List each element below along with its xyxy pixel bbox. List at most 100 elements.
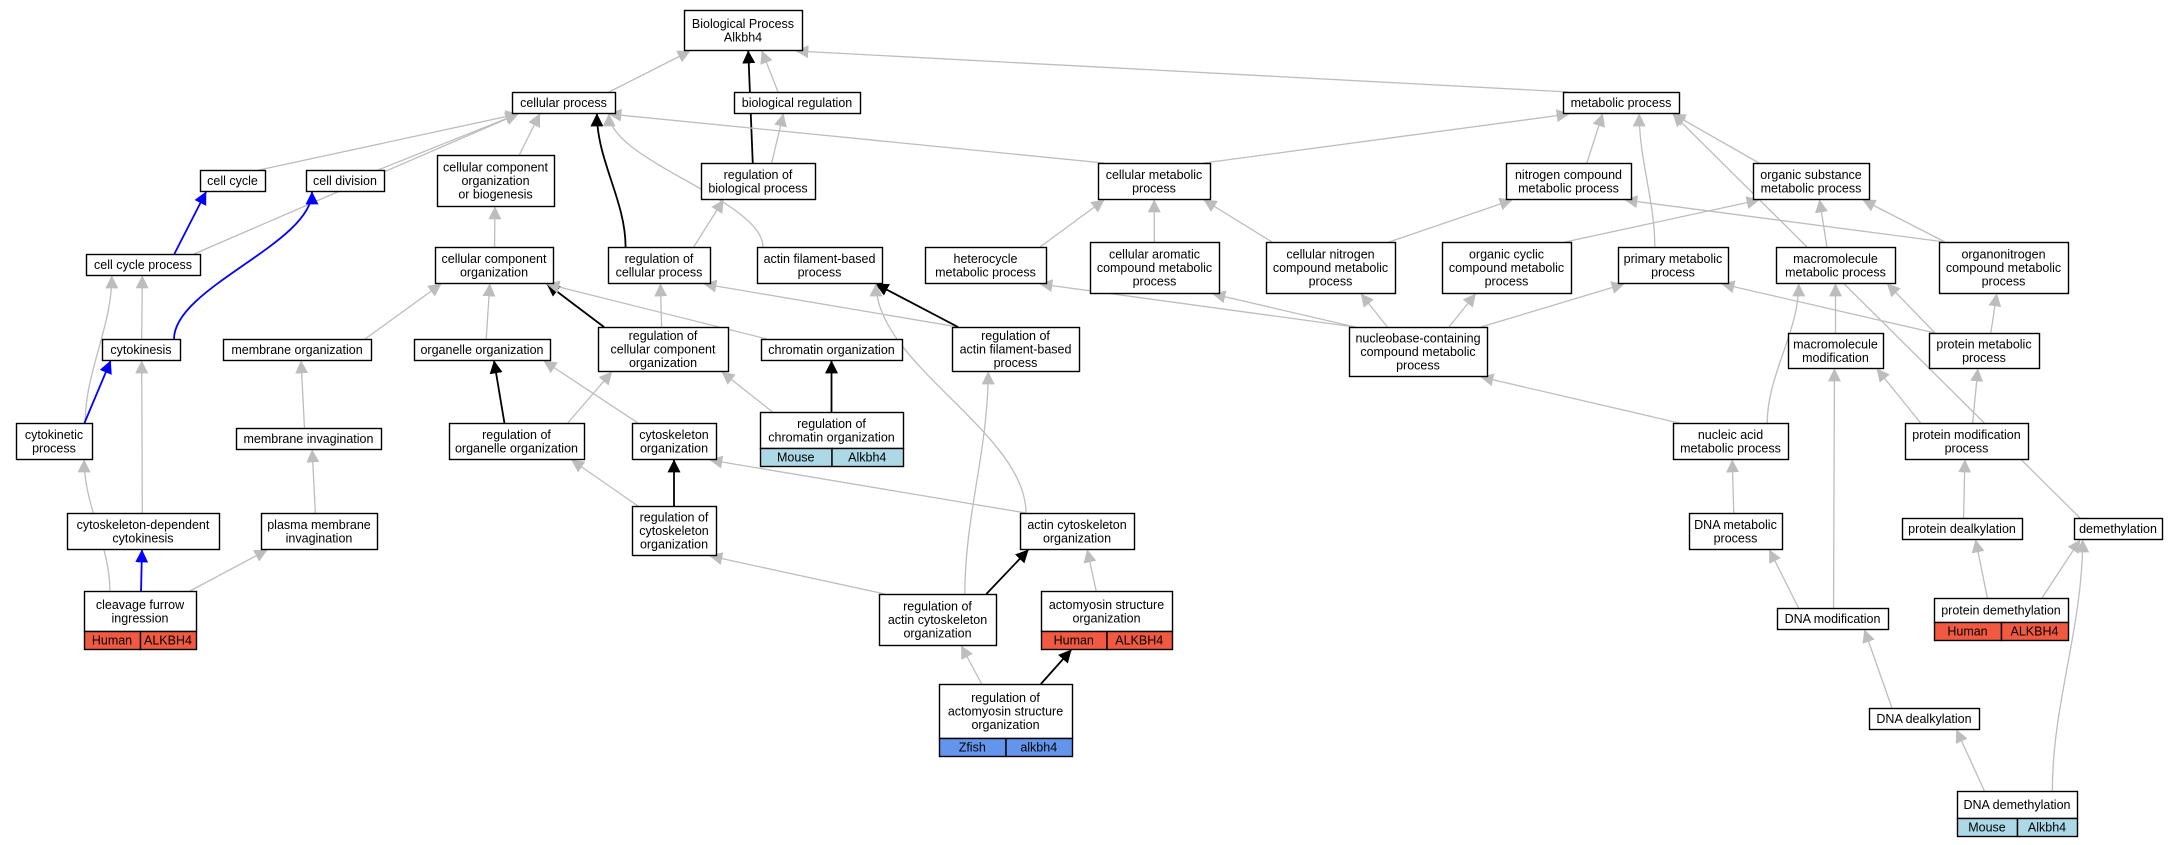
go-term-label: primary metabolic <box>1624 252 1723 266</box>
go-term-box <box>1938 241 2070 295</box>
go-term-label: DNA metabolic <box>1694 518 1777 532</box>
go-term-label: Alkbh4 <box>724 30 762 44</box>
go-term-node-demethylation[interactable]: demethylation <box>2073 517 2164 541</box>
edge-heterocycle-to-cellular_metabolic <box>1039 199 1105 248</box>
go-term-node-cell_cycle[interactable]: cell cycle <box>199 169 267 193</box>
go-term-label: organelle organization <box>455 441 578 455</box>
edge-plasma_invag-to-membrane_invag <box>306 449 320 514</box>
gene-label: ALKBH4 <box>2011 625 2059 639</box>
go-term-label: process <box>32 441 76 455</box>
go-term-label: cellular component <box>442 252 547 266</box>
go-term-node-cell_cycle_process[interactable]: cell cycle process <box>85 253 202 277</box>
edge-cell_nitrogen-to-cellular_metabolic <box>1203 199 1273 243</box>
edge-cytokinesis-to-cell_cycle_process <box>135 275 149 340</box>
go-term-node-dna_dealk[interactable]: DNA dealkylation <box>1868 707 1981 731</box>
go-term-label: organization <box>1043 531 1111 545</box>
go-term-box <box>1505 162 1633 201</box>
go-term-label: regulation of <box>629 329 698 343</box>
go-term-label: plasma membrane <box>267 518 371 532</box>
go-term-node-organelle_org[interactable]: organelle organization <box>413 338 552 362</box>
go-term-node-dna_mod[interactable]: DNA modification <box>1776 607 1890 631</box>
edge-cleavage-to-cyto_dep_cytokinesis <box>135 549 149 592</box>
gene-label: alkbh4 <box>1020 741 1057 755</box>
go-term-node-chromatin_org[interactable]: chromatin organization <box>760 338 904 362</box>
go-term-box <box>1787 332 1885 370</box>
go-term-label: regulation of <box>971 691 1040 705</box>
edge-reg_actin_fil-to-actin_fil <box>875 283 959 328</box>
edge-reg_actomyosin-to-actomyosin <box>1040 649 1072 685</box>
go-term-label: cell division <box>313 174 377 188</box>
go-term-label: or biogenesis <box>458 188 532 202</box>
go-term-node-biological_regulation[interactable]: biological regulation <box>733 91 862 115</box>
gene-label: Alkbh4 <box>2028 821 2066 835</box>
go-term-node-metabolic_process[interactable]: metabolic process <box>1562 91 1681 115</box>
edge-dna_demeth-to-dna_dealk <box>1955 729 1986 792</box>
go-term-node-membrane_invag[interactable]: membrane invagination <box>235 427 383 451</box>
go-term-node-cell_division[interactable]: cell division <box>305 169 386 193</box>
gene-cell <box>1005 737 1074 758</box>
go-term-box <box>1752 162 1871 201</box>
go-term-node-cytokinesis[interactable]: cytokinesis <box>101 338 182 362</box>
edge-protein_metabolic-to-primary_metabolic <box>1721 280 1936 334</box>
go-term-label: organization <box>971 718 1039 732</box>
edge-dna_mod-to-dna_metabolic <box>1768 549 1800 609</box>
go-term-node-cellular_process[interactable]: cellular process <box>511 91 617 115</box>
edge-protein_metabolic-to-macromolecule_met <box>1887 283 1936 334</box>
go-term-label: process <box>994 356 1038 370</box>
gene-label: Alkbh4 <box>848 451 886 465</box>
go-term-box <box>607 246 712 285</box>
edge-nucleic_acid-to-nucleobase <box>1480 373 1680 424</box>
go-term-label: organonitrogen <box>1961 248 2045 262</box>
go-term-box <box>222 338 373 362</box>
edge-reg_cell_proc-to-cellular_process <box>590 113 627 248</box>
edge-nucleobase-to-organic_cyclic <box>1448 293 1477 328</box>
go-term-node-membrane_org[interactable]: membrane organization <box>222 338 373 362</box>
go-term-box <box>1348 326 1489 378</box>
go-term-node-protein_dealk[interactable]: protein dealkylation <box>1901 517 2024 541</box>
go-term-label: process <box>1714 531 1758 545</box>
edges-layer <box>77 45 2090 792</box>
